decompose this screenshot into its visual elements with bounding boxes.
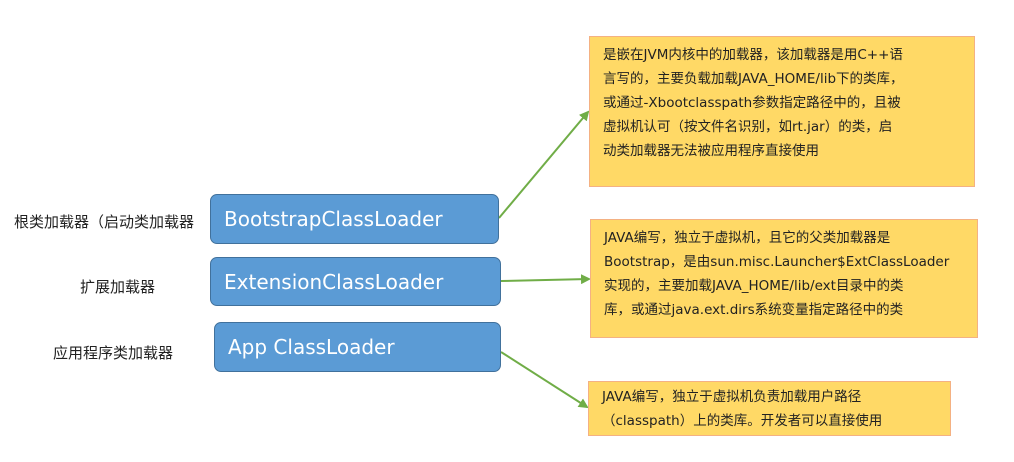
bootstrap-classloader-text: BootstrapClassLoader (224, 207, 443, 231)
bootstrap-note-line: 或通过-Xbootclasspath参数指定路径中的，且被 (603, 95, 901, 111)
arrow-app (500, 351, 589, 409)
arrow-extension (500, 274, 591, 285)
app-note-line: （classpath）上的类库。开发者可以直接使用 (602, 413, 883, 429)
bootstrap-note-line: 言写的，主要负载加载JAVA_HOME/lib下的类库， (603, 71, 904, 87)
app-note-box: JAVA编写，独立于虚拟机负责加载用户路径 （classpath）上的类库。开发… (588, 381, 951, 436)
bootstrap-note-box: 是嵌在JVM内核中的加载器，该加载器是用C++语 言写的，主要负载加载JAVA_… (589, 36, 975, 187)
extension-classloader-box: ExtensionClassLoader (210, 257, 501, 306)
label-bootstrap: 根类加载器（启动类加载器 (14, 213, 195, 231)
bootstrap-note-line: 动类加载器无法被应用程序直接使用 (603, 143, 819, 159)
app-classloader-text: App ClassLoader (228, 335, 395, 359)
extension-note-line: 库，或通过java.ext.dirs系统变量指定路径中的类 (604, 302, 904, 318)
app-note-line: JAVA编写，独立于虚拟机负责加载用户路径 (602, 389, 862, 405)
label-app: 应用程序类加载器 (53, 344, 174, 362)
app-classloader-box: App ClassLoader (214, 322, 501, 372)
extension-note-line: JAVA编写，独立于虚拟机，且它的父类加载器是 (604, 230, 891, 246)
extension-classloader-text: ExtensionClassLoader (224, 269, 444, 294)
extension-note-line: Bootstrap，是由sun.misc.Launcher$ExtClassLo… (604, 254, 950, 270)
arrow-bootstrap (498, 110, 590, 219)
bootstrap-note-line: 虚拟机认可（按文件名识别，如rt.jar）的类，启 (603, 119, 893, 135)
label-extension: 扩展加载器 (80, 278, 156, 296)
bootstrap-note-line: 是嵌在JVM内核中的加载器，该加载器是用C++语 (603, 47, 903, 63)
extension-note-line: 实现的，主要加载JAVA_HOME/lib/ext目录中的类 (604, 278, 904, 294)
extension-note-box: JAVA编写，独立于虚拟机，且它的父类加载器是 Bootstrap，是由sun.… (590, 219, 978, 338)
bootstrap-classloader-box: BootstrapClassLoader (210, 194, 499, 244)
